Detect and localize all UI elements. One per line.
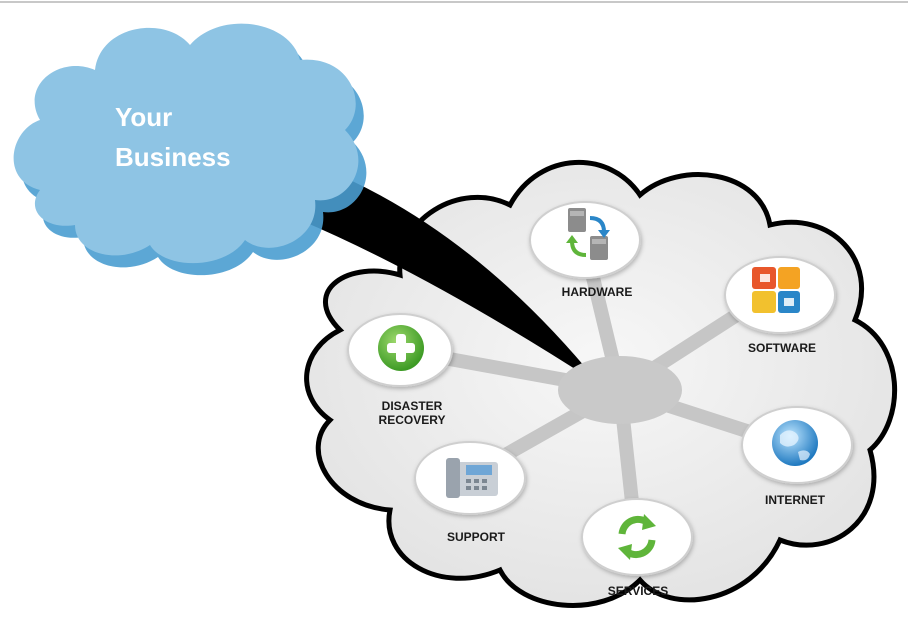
desk-phone-icon <box>446 458 498 498</box>
node-internet-label: INTERNET <box>765 493 826 507</box>
globe-icon <box>772 420 818 466</box>
node-hardware-disc <box>529 201 641 279</box>
central-hub <box>558 356 682 424</box>
node-services-disc <box>581 498 693 576</box>
office-suite-icon <box>752 267 800 313</box>
business-title-line1: Your <box>115 102 172 132</box>
node-disaster-recovery[interactable]: DISASTER RECOVERY <box>347 313 453 427</box>
node-disaster-label-line2: RECOVERY <box>379 413 446 427</box>
node-services-label: SERVICES <box>608 584 668 598</box>
node-software-label: SOFTWARE <box>748 341 816 355</box>
business-cloud: Your Business <box>13 23 367 276</box>
node-support[interactable]: SUPPORT <box>414 441 526 544</box>
node-services[interactable]: SERVICES <box>581 498 693 598</box>
node-support-label: SUPPORT <box>447 530 506 544</box>
green-plus-icon <box>378 325 424 371</box>
connector-funnel <box>300 165 600 385</box>
server-sync-icon <box>566 208 610 260</box>
node-software[interactable]: SOFTWARE <box>724 256 836 355</box>
node-hardware-label: HARDWARE <box>562 285 633 299</box>
business-title-line2: Business <box>115 142 231 172</box>
business-cloud-shape <box>13 23 359 264</box>
node-internet[interactable]: INTERNET <box>741 406 853 507</box>
node-hardware[interactable]: HARDWARE <box>529 201 641 299</box>
refresh-arrows-icon <box>618 514 656 560</box>
node-disaster-label-line1: DISASTER <box>382 399 443 413</box>
